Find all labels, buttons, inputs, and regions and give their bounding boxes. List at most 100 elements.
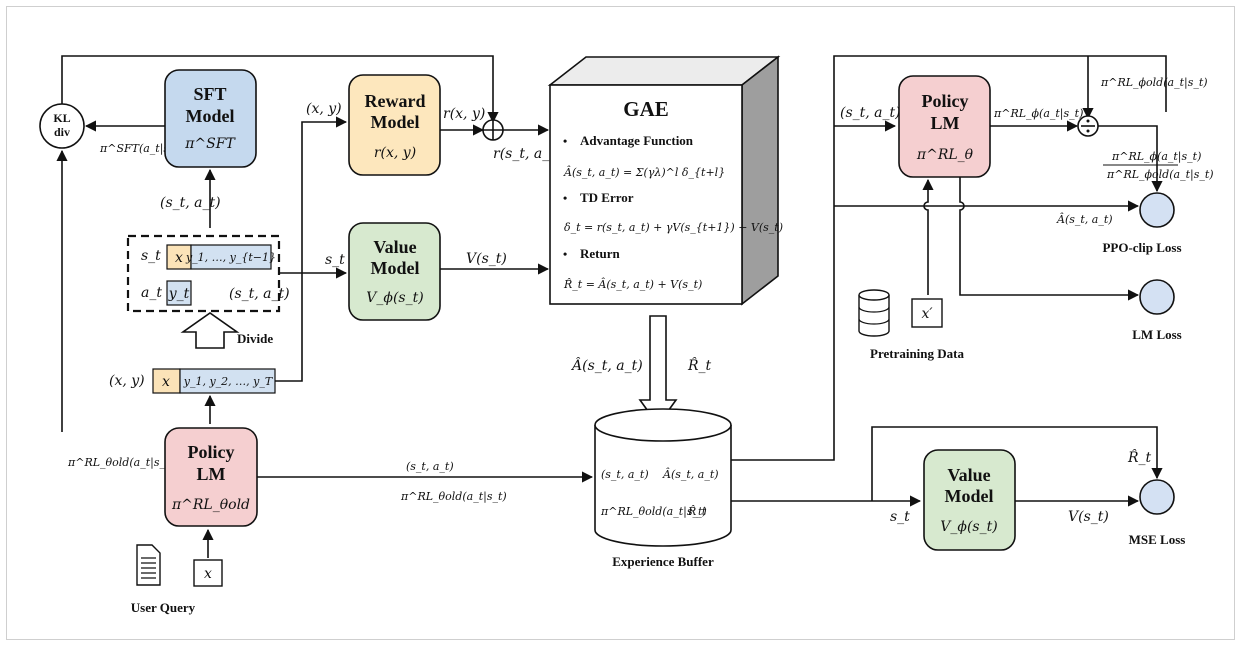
query-x: x xyxy=(204,566,212,582)
query-x-box xyxy=(193,559,223,587)
document-lines xyxy=(141,557,156,579)
return-to-mse-arrow xyxy=(871,426,1163,501)
lm-loss-node xyxy=(1139,279,1175,315)
policy-old-out-top: (s_t, a_t) xyxy=(406,460,454,473)
reward-title-2: Model xyxy=(371,112,420,132)
buffer-cell-3: π^RL_θold(a_t|s_t) xyxy=(600,505,707,519)
sequence-y-cell xyxy=(179,368,276,394)
divide-yt: y_t xyxy=(168,286,190,302)
figure-frame xyxy=(6,6,1235,640)
sft-output-label: π^SFT(a_t|s_t) xyxy=(99,142,183,156)
divide-x: x xyxy=(175,250,183,266)
plus-label: r(s_t, a_t) xyxy=(493,146,560,162)
user-query-label: User Query xyxy=(131,600,196,615)
sequence-ys: y_1, y_2, …, y_T xyxy=(183,375,274,388)
plus-icon xyxy=(483,120,503,140)
action-symbol: a_t xyxy=(141,285,162,301)
gae-box-side xyxy=(741,55,779,306)
value-top-math: V_ϕ(s_t) xyxy=(366,290,423,306)
ppo-loss-label: PPO-clip Loss xyxy=(1102,240,1181,255)
gae-box-top xyxy=(547,56,781,86)
policy-new-math: π^RL_θ xyxy=(916,147,974,163)
divide-arrow-icon xyxy=(180,312,240,349)
value-top-title: Value xyxy=(373,237,416,257)
reward-in-label: (x, y) xyxy=(306,101,342,117)
database-icon xyxy=(858,289,890,337)
gae-bullet-2: • xyxy=(563,191,567,205)
to-lm-loss-arrow xyxy=(959,177,1140,301)
policy-old-title-2: LM xyxy=(197,464,226,484)
sft-title: SFT xyxy=(193,84,226,104)
document-icon xyxy=(136,544,161,586)
mse-loss-node xyxy=(1139,479,1175,515)
ratio-den: π^RL_ϕold(a_t|s_t) xyxy=(1106,168,1214,182)
mse-loss-label: MSE Loss xyxy=(1129,532,1186,547)
buffer-cylinder xyxy=(594,425,732,547)
policy-new-title-2: LM xyxy=(931,113,960,133)
value-bottom-title: Value xyxy=(947,465,990,485)
buffer-in-left: Â(s_t, a_t) xyxy=(570,356,643,374)
ppo-loss-node xyxy=(1139,192,1175,228)
lm-loss-label: LM Loss xyxy=(1132,327,1181,342)
policy-old-title: Policy xyxy=(188,442,235,462)
sft-model-box xyxy=(164,69,257,168)
gae-td-title: TD Error xyxy=(580,190,634,205)
ppo-in-label: Â(s_t, a_t) xyxy=(1056,212,1113,226)
mse-in-label: V(s_t) xyxy=(1068,509,1109,525)
policy-old-output-label: π^RL_θold(a_t|s_t) xyxy=(67,456,174,470)
divide-dot-top xyxy=(1086,119,1090,123)
divide-ys: y_1, …, y_{t−1} xyxy=(185,251,276,264)
value-bottom-in: s_t xyxy=(890,509,910,525)
gae-td-eq: δ_t = r(s_t, a_t) + γV(s_{t+1}) − V(s_t) xyxy=(564,221,783,234)
sft-title-2: Model xyxy=(186,106,235,126)
divide-yt-cell xyxy=(166,280,192,306)
divide-label: Divide xyxy=(237,331,273,346)
gae-ret-title: Return xyxy=(580,246,620,261)
divide-ys-cell xyxy=(190,244,272,270)
policy-new-title: Policy xyxy=(922,91,969,111)
policy-old-math: π^RL_θold xyxy=(171,497,250,513)
buffer-in-right: R̂_t xyxy=(687,356,712,374)
value-in-label: s_t xyxy=(325,252,345,268)
reward-math: r(x, y) xyxy=(374,145,416,161)
mse-in-top-label: R̂_t xyxy=(1127,448,1152,466)
policy-old-out-bottom: π^RL_θold(a_t|s_t) xyxy=(400,490,507,504)
kl-label: KL xyxy=(53,111,70,125)
pretraining-label: Pretraining Data xyxy=(870,346,964,361)
to-reward-line xyxy=(275,116,348,382)
kl-feedback-line xyxy=(61,55,499,127)
buffer-top xyxy=(594,408,732,442)
sft-math: π^SFT xyxy=(184,136,236,152)
ratio-num: π^RL_ϕ(a_t|s_t) xyxy=(1111,150,1201,164)
pretrain-to-policy-arrow xyxy=(922,178,934,295)
reward-model-box xyxy=(348,74,441,176)
policy-old-ratio-label: π^RL_ϕold(a_t|s_t) xyxy=(1100,76,1208,90)
sequence-x: x xyxy=(162,374,170,390)
sequence-label: (x, y) xyxy=(109,373,145,389)
value-top-title-2: Model xyxy=(371,258,420,278)
value-bottom-title-2: Model xyxy=(945,486,994,506)
value-out-label: V(s_t) xyxy=(466,251,507,267)
gae-box xyxy=(549,84,743,305)
kl-div-node xyxy=(39,103,85,149)
gae-adv-eq: Â(s_t, a_t) = Σ(γλ)^l δ_{t+l} xyxy=(563,165,725,179)
pretrain-x-box xyxy=(911,298,943,328)
buffer-cell-4: R̂_t xyxy=(687,505,707,518)
value-bottom-math: V_ϕ(s_t) xyxy=(940,519,997,535)
buffer-cell-1: (s_t, a_t) xyxy=(601,468,649,481)
gae-bullet-3: • xyxy=(563,247,567,261)
value-model-bottom-box xyxy=(923,449,1016,551)
ratio-to-ppo-arrow xyxy=(1098,125,1163,193)
divide-pair: (s_t, a_t) xyxy=(229,286,290,302)
gae-bullet-1: • xyxy=(563,134,567,148)
gae-adv-title: Advantage Function xyxy=(580,133,694,148)
policy-new-out-label: π^RL_ϕ(a_t|s_t) xyxy=(993,107,1083,121)
reward-title: Reward xyxy=(365,91,426,111)
divide-in-label: (s_t, a_t) xyxy=(160,195,221,211)
buffer-to-policy-line xyxy=(731,55,1167,461)
buffer-label: Experience Buffer xyxy=(612,554,714,569)
pretrain-x: x′ xyxy=(921,306,933,322)
value-model-top-box xyxy=(348,222,441,321)
gae-title: GAE xyxy=(623,97,669,121)
